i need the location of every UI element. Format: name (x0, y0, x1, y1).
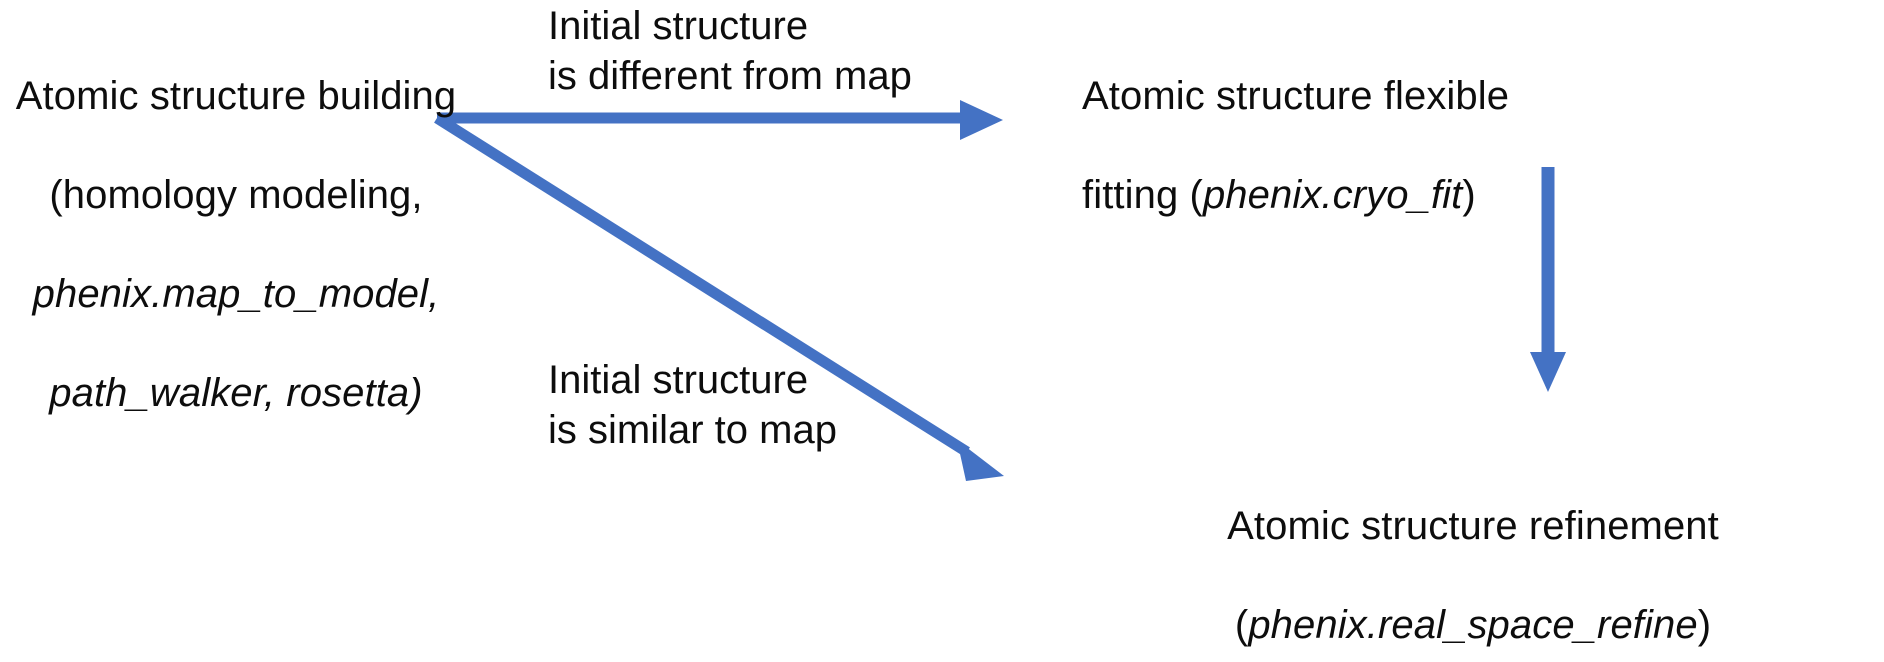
edge-label-initial-structure-different: Initial structure is different from map (548, 1, 948, 102)
node-fitting-line-2: fitting (phenix.cryo_fit) (1082, 171, 1602, 221)
node-refinement-paren-open: ( (1234, 602, 1249, 647)
node-refinement-program-name: phenix.real_space_refine (1248, 602, 1698, 647)
node-refinement-line-2: (phenix.real_space_refine) (1063, 601, 1883, 651)
node-atomic-structure-building: Atomic structure building (homology mode… (6, 22, 466, 468)
node-building-line-3: phenix.map_to_model, (32, 271, 440, 316)
edge-label-similar-line-1: Initial structure (548, 358, 809, 402)
arrow-building-to-fitting (437, 100, 1003, 140)
node-fitting-program-name: phenix.cryo_fit (1202, 172, 1463, 217)
node-fitting-line-1: Atomic structure flexible (1082, 73, 1510, 118)
node-fitting-paren-open: fitting ( (1082, 172, 1203, 217)
node-building-line-4: path_walker, rosetta) (6, 369, 466, 419)
node-atomic-structure-refinement: Atomic structure refinement (phenix.real… (1063, 452, 1883, 662)
node-refinement-line-1: Atomic structure refinement (1227, 503, 1719, 548)
edge-label-different-line-1: Initial structure (548, 4, 809, 48)
node-refinement-paren-close: ) (1697, 602, 1712, 647)
edge-label-initial-structure-similar: Initial structure is similar to map (548, 355, 948, 456)
edge-label-different-line-2: is different from map (548, 54, 912, 99)
edge-label-similar-line-2: is similar to map (548, 408, 837, 453)
node-fitting-paren-close: ) (1462, 172, 1476, 217)
node-atomic-structure-flexible-fitting: Atomic structure flexible fitting (pheni… (1082, 22, 1602, 270)
node-building-line-1: Atomic structure building (15, 73, 457, 118)
node-building-line-2: (homology modeling, (49, 172, 423, 217)
node-building-line-4-italic: path_walker, rosetta) (49, 371, 423, 416)
